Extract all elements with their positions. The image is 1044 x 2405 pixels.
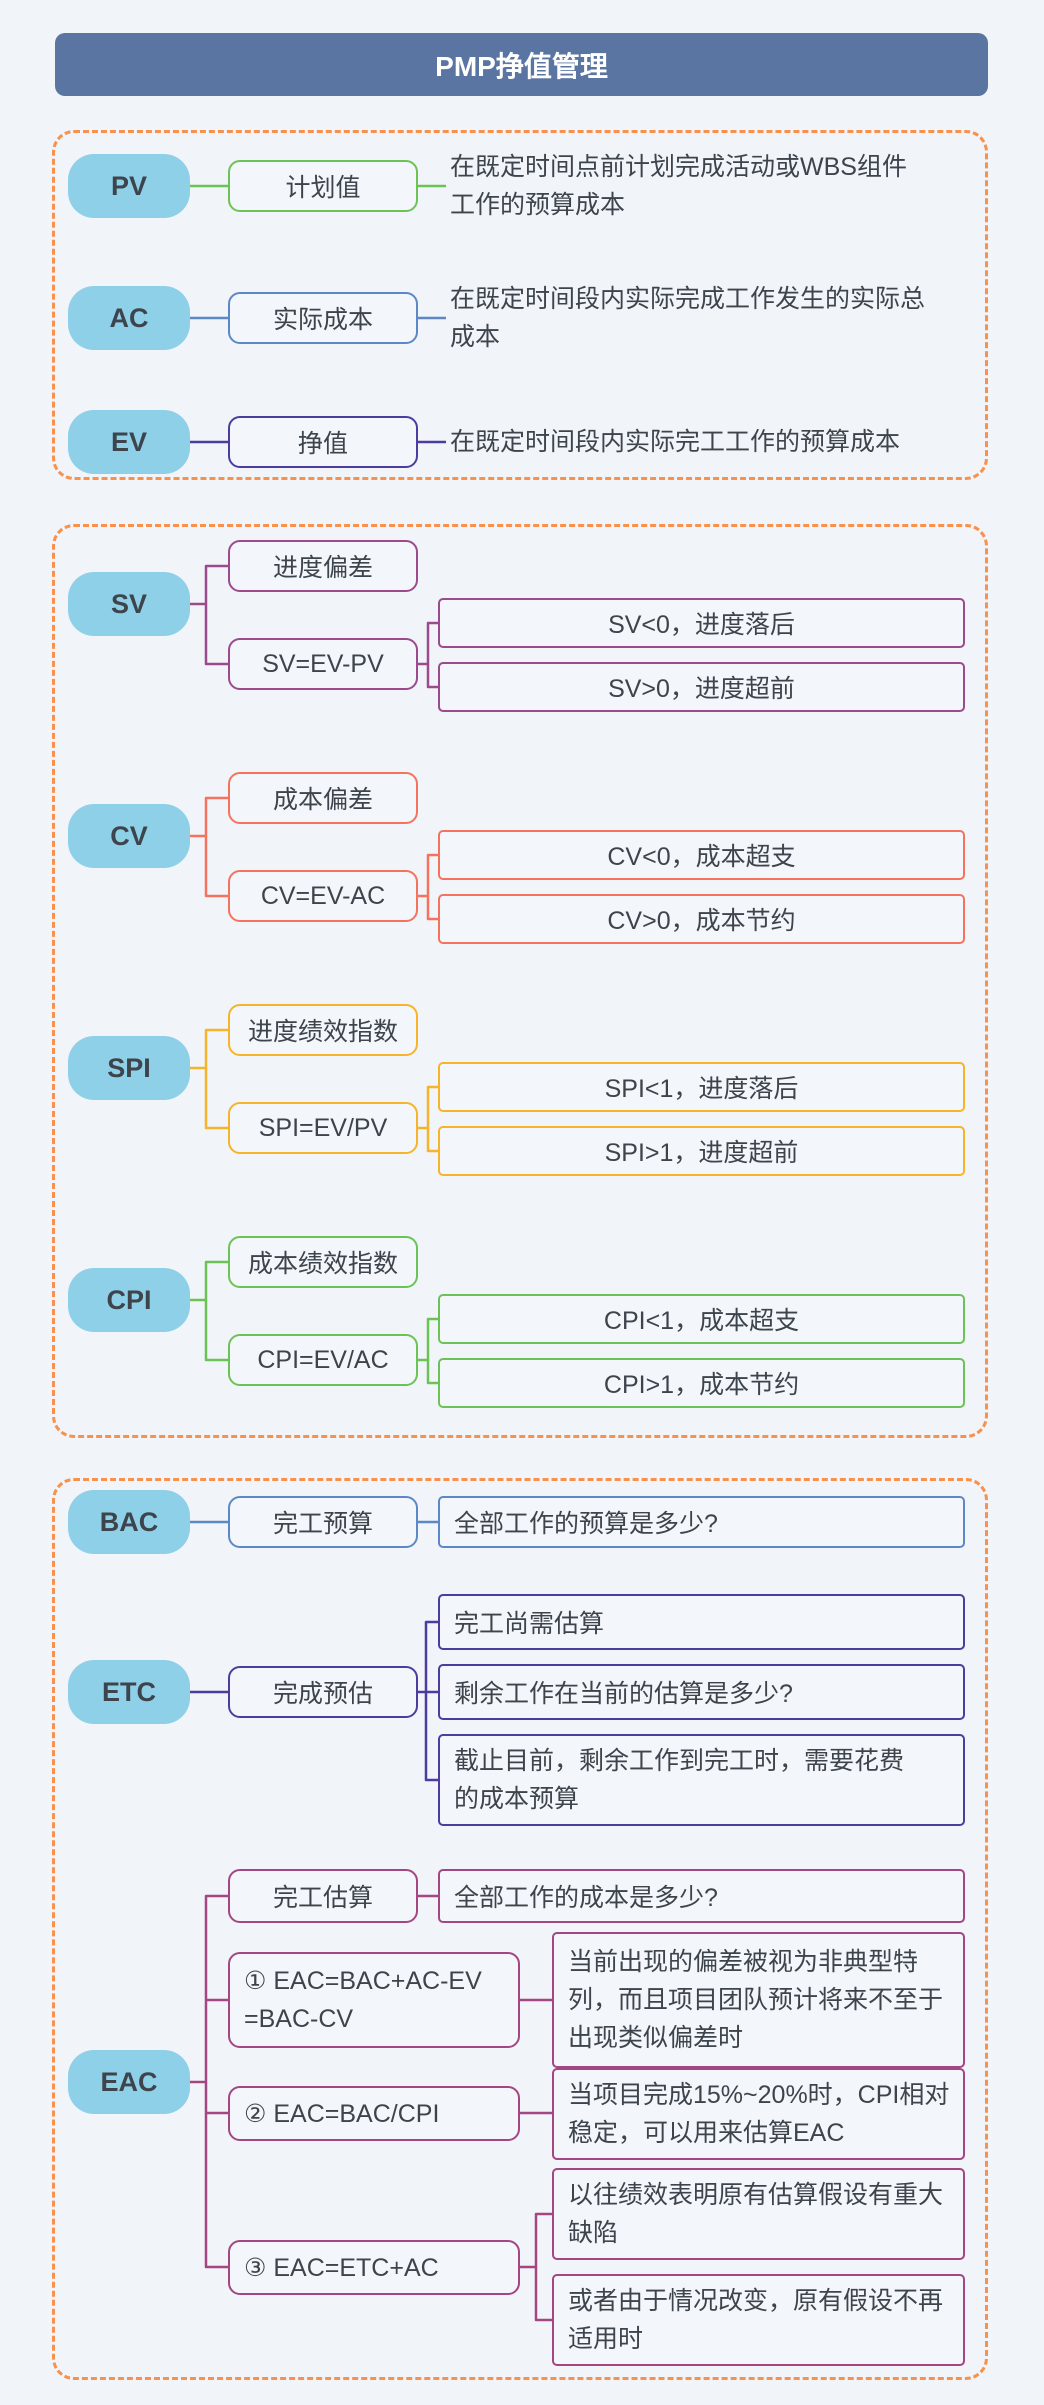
cpi-case-1-box: CPI<1，成本超支 (438, 1294, 965, 1344)
cv-label-box: 成本偏差 (228, 772, 418, 824)
cv-case-1-box: CV<0，成本超支 (438, 830, 965, 880)
ac-label-box: 实际成本 (228, 292, 418, 344)
pv-label-box: 计划值 (228, 160, 418, 212)
etc-node: ETC (68, 1660, 190, 1724)
eac-note-2-box: 当项目完成15%~20%时，CPI相对 稳定，可以用来估算EAC (552, 2068, 965, 2160)
ac-node: AC (68, 286, 190, 350)
spi-formula-box: SPI=EV/PV (228, 1102, 418, 1154)
eac-formula-3-box: ③ EAC=ETC+AC (228, 2240, 520, 2295)
page-title: PMP挣值管理 (55, 33, 988, 96)
etc-note-3-box: 截止目前，剩余工作到完工时，需要花费 的成本预算 (438, 1734, 965, 1826)
spi-case-2-box: SPI>1，进度超前 (438, 1126, 965, 1176)
eac-note-1-box: 当前出现的偏差被视为非典型特 列，而且项目团队预计将来不至于 出现类似偏差时 (552, 1932, 965, 2068)
spi-node: SPI (68, 1036, 190, 1100)
spi-case-1-box: SPI<1，进度落后 (438, 1062, 965, 1112)
eac-label-box: 完工估算 (228, 1869, 418, 1923)
sv-case-2-box: SV>0，进度超前 (438, 662, 965, 712)
cpi-case-2-box: CPI>1，成本节约 (438, 1358, 965, 1408)
spi-label-box: 进度绩效指数 (228, 1004, 418, 1056)
cv-node: CV (68, 804, 190, 868)
cv-case-2-box: CV>0，成本节约 (438, 894, 965, 944)
etc-note-2-box: 剩余工作在当前的估算是多少? (438, 1664, 965, 1720)
section-basics-frame (52, 130, 988, 480)
ev-node: EV (68, 410, 190, 474)
ev-description: 在既定时间段内实际完工工作的预算成本 (450, 428, 901, 456)
eac-note-3b-box: 或者由于情况改变，原有假设不再 适用时 (552, 2274, 965, 2366)
pv-description: 在既定时间点前计划完成活动或WBS组件 工作的预算成本 (450, 153, 907, 219)
sv-formula-box: SV=EV-PV (228, 638, 418, 690)
eac-note-3a-box: 以往绩效表明原有估算假设有重大 缺陷 (552, 2168, 965, 2260)
bac-question-box: 全部工作的预算是多少? (438, 1496, 965, 1548)
cpi-label-box: 成本绩效指数 (228, 1236, 418, 1288)
sv-node: SV (68, 572, 190, 636)
bac-node: BAC (68, 1490, 190, 1554)
eac-formula-2-box: ② EAC=BAC/CPI (228, 2086, 520, 2141)
sv-case-1-box: SV<0，进度落后 (438, 598, 965, 648)
section-forecasts-frame (52, 1478, 988, 2380)
cpi-node: CPI (68, 1268, 190, 1332)
eac-question-box: 全部工作的成本是多少? (438, 1869, 965, 1923)
eac-formula-1-box: ① EAC=BAC+AC-EV =BAC-CV (228, 1952, 520, 2048)
pv-node: PV (68, 154, 190, 218)
etc-label-box: 完成预估 (228, 1666, 418, 1718)
ac-description: 在既定时间段内实际完成工作发生的实际总 成本 (450, 285, 926, 351)
etc-note-1-box: 完工尚需估算 (438, 1594, 965, 1650)
cpi-formula-box: CPI=EV/AC (228, 1334, 418, 1386)
ev-label-box: 挣值 (228, 416, 418, 468)
sv-label-box: 进度偏差 (228, 540, 418, 592)
section-indicators-frame (52, 524, 988, 1438)
cv-formula-box: CV=EV-AC (228, 870, 418, 922)
eac-node: EAC (68, 2050, 190, 2114)
bac-label-box: 完工预算 (228, 1496, 418, 1548)
